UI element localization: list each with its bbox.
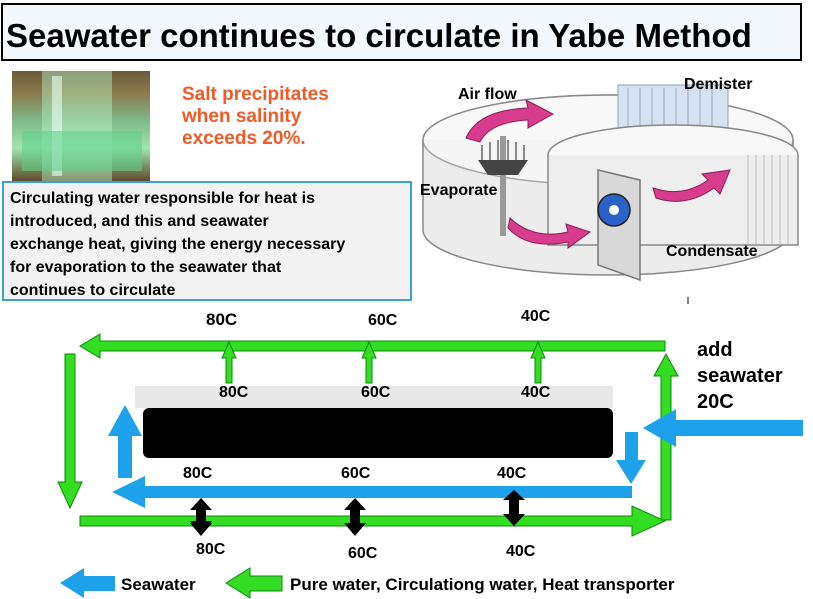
salt-note-line-2: when salinity (182, 106, 302, 127)
temp-lower-40: 40C (497, 465, 527, 482)
description-line-2: introduced, and this and seawater (10, 213, 269, 230)
description-line-5: continues to circulate (10, 282, 176, 299)
page-title: Seawater continues to circulate in Yabe … (6, 17, 752, 54)
description-line-1: Circulating water responsible for heat i… (10, 190, 315, 207)
description-box: Circulating water responsible for heat i… (2, 181, 412, 301)
title-box (1, 3, 802, 61)
temp-lower-80: 80C (183, 465, 213, 482)
evaporate-label: Evaporate (420, 182, 498, 199)
temp-bottom-40: 40C (506, 543, 536, 560)
air-flow-arrow-3 (652, 169, 731, 202)
bottle-illustration (22, 71, 142, 181)
legend-seawater-arrow (60, 568, 115, 598)
double-arrow-40-up (503, 490, 525, 500)
description-line-3: exchange heat, giving the energy necessa… (10, 236, 346, 253)
right-blue-arrow (616, 432, 646, 484)
temp-top-60: 60C (368, 312, 398, 329)
seawater-bottle-photo (12, 71, 150, 181)
apparatus-illustration (422, 84, 799, 282)
temp-bottom-80: 80C (196, 541, 226, 558)
double-arrow-60-down (344, 523, 366, 536)
top-green-arrow (79, 333, 666, 359)
demister-label: Demister (684, 76, 753, 93)
condensate-label: Condensate (666, 243, 758, 260)
add-seawater-line-2: seawater (697, 365, 783, 387)
left-green-arrow (57, 353, 83, 510)
legend-pure-water-arrow (225, 567, 283, 599)
add-seawater-line-3: 20C (697, 391, 734, 413)
double-arrow-40-down (503, 514, 525, 526)
small-up-arrow-60 (361, 340, 377, 384)
evaporator-sprinkler-icon (478, 136, 528, 236)
legend-seawater-label: Seawater (121, 575, 196, 594)
salt-note-line-1: Salt precipitates (182, 84, 329, 105)
double-arrow-80-shaft (196, 504, 206, 524)
double-arrow-40-shaft (509, 496, 519, 516)
temp-top-80: 80C (206, 310, 238, 329)
small-up-arrow-80 (221, 340, 237, 384)
left-blue-arrow (108, 405, 142, 478)
salt-note-line-3: exceeds 20%. (182, 128, 306, 149)
bottom-green-arrow (79, 505, 667, 537)
air-flow-arrows (465, 99, 731, 249)
temp-upper-40: 40C (521, 384, 551, 401)
heat-exchanger-bar (143, 408, 613, 458)
description-line-4: for evaporation to the seawater that (10, 259, 282, 276)
legend-pure-water-label: Pure water, Circulationg water, Heat tra… (290, 575, 675, 594)
temp-upper-80: 80C (219, 384, 249, 401)
temp-lower-60: 60C (341, 465, 371, 482)
add-seawater-arrow (643, 409, 803, 447)
air-flow-label: Air flow (458, 86, 517, 103)
temp-upper-60: 60C (361, 384, 391, 401)
double-arrow-80-down (190, 523, 212, 536)
heat-exchange-band (135, 386, 613, 408)
small-up-arrow-40 (530, 340, 546, 384)
temp-bottom-60: 60C (348, 545, 378, 562)
bottom-blue-arrow (112, 476, 632, 508)
add-seawater-line-1: add (697, 339, 733, 361)
add-seawater-label: add seawater 20C (697, 337, 783, 415)
air-flow-arrow-2 (507, 217, 592, 249)
temp-top-40: 40C (521, 308, 551, 325)
air-flow-arrow-1 (465, 99, 555, 143)
salt-precipitation-note: Salt precipitates when salinity exceeds … (182, 84, 329, 150)
double-arrow-60-shaft (350, 504, 360, 524)
